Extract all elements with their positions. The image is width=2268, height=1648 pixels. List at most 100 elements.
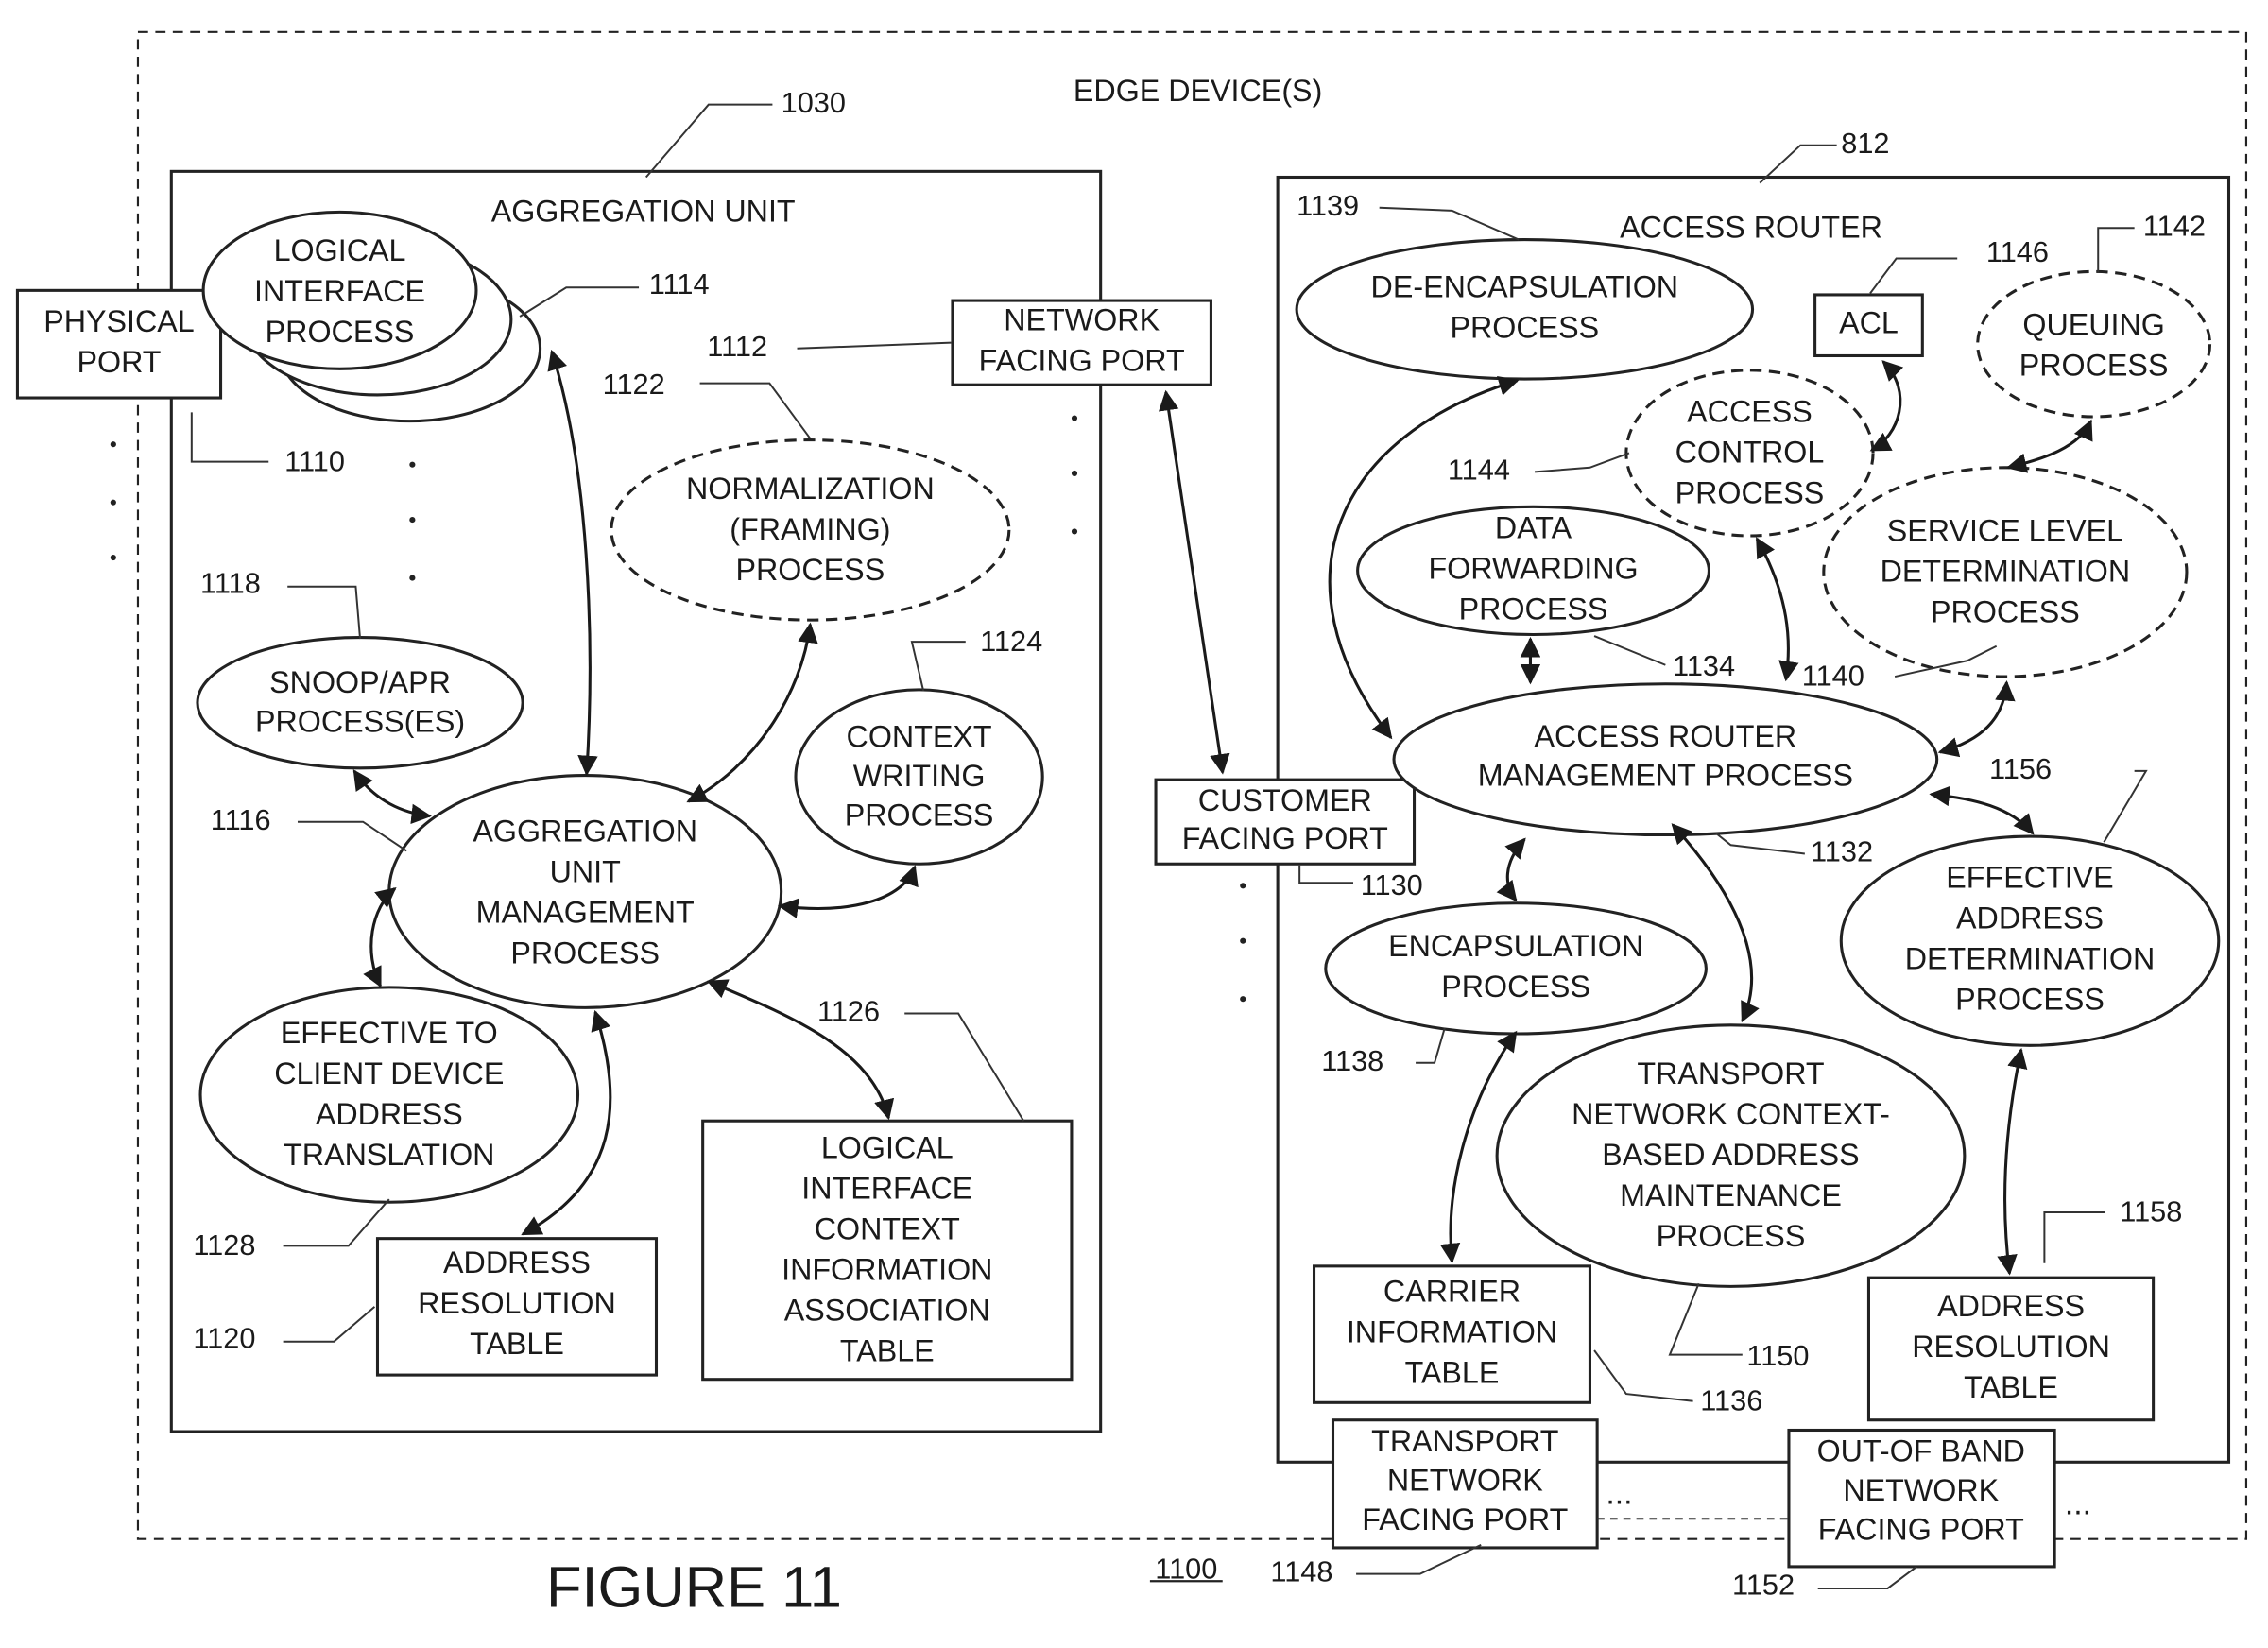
- service-level-process-label-line: DETERMINATION: [1881, 554, 2131, 588]
- service-level-process-label-line: SERVICE LEVEL: [1887, 513, 2123, 547]
- effective-address-process-label-line: DETERMINATION: [1905, 942, 2156, 976]
- ref-1150: 1150: [1746, 1339, 1809, 1372]
- arrow-normalization-to-aggregation-management: [688, 625, 810, 801]
- ref-1118: 1118: [200, 566, 261, 599]
- ref-1030: 1030: [782, 86, 846, 119]
- logical-interface-table-label-line: LOGICAL: [821, 1130, 954, 1164]
- edge-device-title: EDGE DEVICE(S): [1074, 74, 1322, 108]
- ref-1138: 1138: [1321, 1044, 1383, 1077]
- access-router-title: ACCESS ROUTER: [1620, 210, 1882, 244]
- transport-network-port-label: TRANSPORT NETWORK FACING PORT: [1362, 1424, 1568, 1536]
- transport-context-process-label-line: PROCESS: [1657, 1219, 1806, 1253]
- snoop-process-label-line: SNOOP/APR: [269, 665, 451, 699]
- ref-1130: 1130: [1361, 868, 1423, 901]
- access-control-process-label-line: PROCESS: [1675, 476, 1825, 510]
- logical-interface-table-label-line: INTERFACE: [801, 1171, 972, 1205]
- ellipsis-between-ports: ...: [1606, 1476, 1632, 1512]
- ref-1132: 1132: [1811, 835, 1873, 868]
- aggregation-unit-title: AGGREGATION UNIT: [491, 194, 796, 228]
- arrow-logical-interface-to-aggregation-management: [552, 352, 590, 774]
- ref-1146: 1146: [1986, 235, 2049, 268]
- arrow-acl-to-access-control: [1872, 362, 1900, 451]
- aggregation-management-process-label-line: MANAGEMENT: [476, 896, 695, 930]
- ref-1122: 1122: [603, 368, 665, 401]
- ellipsis-after-ports: ...: [2065, 1485, 2091, 1521]
- network-facing-port-label-line: FACING PORT: [979, 344, 1185, 378]
- ref-1128: 1128: [193, 1228, 255, 1262]
- customer-facing-port-label-line: FACING PORT: [1182, 821, 1388, 855]
- out-of-band-port-label: OUT-OF BANDNETWORKFACING PORT: [1817, 1434, 2025, 1547]
- normalization-process-label-line: (FRAMING): [730, 512, 890, 546]
- aggregation-management-process-label-line: PROCESS: [510, 936, 660, 970]
- encapsulation-process-label-line: ENCAPSULATION: [1388, 929, 1643, 963]
- de-encapsulation-process-label-line: DE-ENCAPSULATION: [1371, 269, 1679, 303]
- ref-1134: 1134: [1673, 649, 1735, 682]
- access-control-process-label-line: CONTROL: [1675, 435, 1825, 469]
- normalization-process-label-line: PROCESS: [736, 553, 885, 587]
- carrier-information-table-label-line: CARRIER: [1383, 1275, 1521, 1309]
- aggregation-management-process-node: [389, 776, 782, 1008]
- logical-interface-table-label-line: INFORMATION: [782, 1253, 992, 1287]
- arrow-queuing-to-service-level: [2008, 421, 2091, 468]
- data-forwarding-process-label-line: PROCESS: [1459, 592, 1608, 626]
- logical-interface-process-label: LOGICALINTERFACEPROCESS: [254, 233, 425, 349]
- de-encapsulation-process-label-line: PROCESS: [1450, 310, 1599, 344]
- transport-context-process-label-line: TRANSPORT: [1637, 1056, 1824, 1090]
- ref-1120: 1120: [193, 1321, 255, 1354]
- queuing-process-label-line: PROCESS: [2019, 348, 2169, 382]
- transport-context-process-label-line: MAINTENANCE: [1620, 1178, 1842, 1212]
- transport-context-process-label-line: NETWORK CONTEXT-: [1572, 1097, 1890, 1131]
- transport-context-process-label-line: BASED ADDRESS: [1602, 1138, 1859, 1172]
- logical-interface-table-label-line: CONTEXT: [815, 1212, 960, 1246]
- context-writing-process-label-line: PROCESS: [845, 798, 994, 833]
- ref-1152: 1152: [1732, 1569, 1795, 1602]
- router-address-resolution-table-label-line: ADDRESS: [1937, 1289, 2085, 1323]
- logical-interface-table-label-line: ASSOCIATION: [784, 1294, 990, 1328]
- ref-1116: 1116: [211, 803, 271, 836]
- queuing-process-node: [1978, 271, 2210, 417]
- context-writing-process-label-line: CONTEXT: [847, 720, 992, 754]
- ref-1144: 1144: [1448, 454, 1510, 487]
- effective-translation-process-label-line: TRANSLATION: [284, 1138, 494, 1172]
- logical-interface-process-label-line: PROCESS: [266, 315, 415, 349]
- data-forwarding-process-label-line: FORWARDING: [1428, 551, 1638, 585]
- acl-label: ACL: [1839, 306, 1899, 340]
- effective-translation-process-label-line: EFFECTIVE TO: [281, 1016, 498, 1050]
- ref-1156: 1156: [1989, 752, 2052, 785]
- snoop-process-node: [198, 638, 523, 768]
- figure-title: FIGURE 11: [546, 1554, 842, 1620]
- effective-address-process-label-line: PROCESS: [1955, 983, 2105, 1017]
- ref-1139: 1139: [1297, 189, 1359, 222]
- arrow-effective-address-to-address-resolution-table: [2004, 1050, 2020, 1274]
- aggregation-management-process-label-line: UNIT: [550, 855, 621, 889]
- transport-network-port-label-line: TRANSPORT: [1371, 1424, 1558, 1458]
- out-of-band-port-label-line: NETWORK: [1843, 1473, 1999, 1507]
- carrier-information-table-label-line: TABLE: [1405, 1356, 1500, 1390]
- effective-translation-process-label-line: ADDRESS: [316, 1097, 463, 1131]
- context-writing-process-label: CONTEXTWRITINGPROCESS: [845, 720, 994, 833]
- ref-1136: 1136: [1700, 1383, 1762, 1416]
- ref-1158: 1158: [2120, 1195, 2182, 1228]
- queuing-process-label-line: QUEUING: [2022, 307, 2165, 341]
- network-facing-port-label-line: NETWORK: [1004, 303, 1160, 337]
- effective-translation-process-label-line: CLIENT DEVICE: [274, 1056, 504, 1090]
- service-level-process-label-line: PROCESS: [1931, 594, 2080, 628]
- arrow-service-level-to-router-management: [1940, 682, 2007, 752]
- access-router-management-process-label-line: ACCESS ROUTER: [1534, 719, 1796, 753]
- ref-1140: 1140: [1802, 660, 1864, 693]
- customer-facing-port-label-line: CUSTOMER: [1198, 783, 1372, 817]
- arrow-router-management-to-effective-address: [1932, 795, 2034, 833]
- ref-1148: 1148: [1270, 1555, 1332, 1588]
- transport-network-port-label-line: NETWORK: [1387, 1463, 1543, 1497]
- aggregation-management-process-label-line: AGGREGATION: [472, 815, 697, 849]
- arrow-network-port-to-customer-port: [1166, 392, 1223, 773]
- transport-network-port-label-line: FACING PORT: [1362, 1502, 1568, 1536]
- normalization-process-label-line: NORMALIZATION: [686, 472, 935, 506]
- arrow-context-writing-to-aggregation-management: [780, 867, 915, 908]
- router-address-resolution-table-label-line: TABLE: [1964, 1370, 2058, 1404]
- ref-1114: 1114: [649, 267, 710, 300]
- effective-address-process-label-line: EFFECTIVE: [1946, 861, 2113, 895]
- arrow-access-control-to-router-management: [1757, 539, 1788, 679]
- encapsulation-process-label-line: PROCESS: [1441, 970, 1590, 1004]
